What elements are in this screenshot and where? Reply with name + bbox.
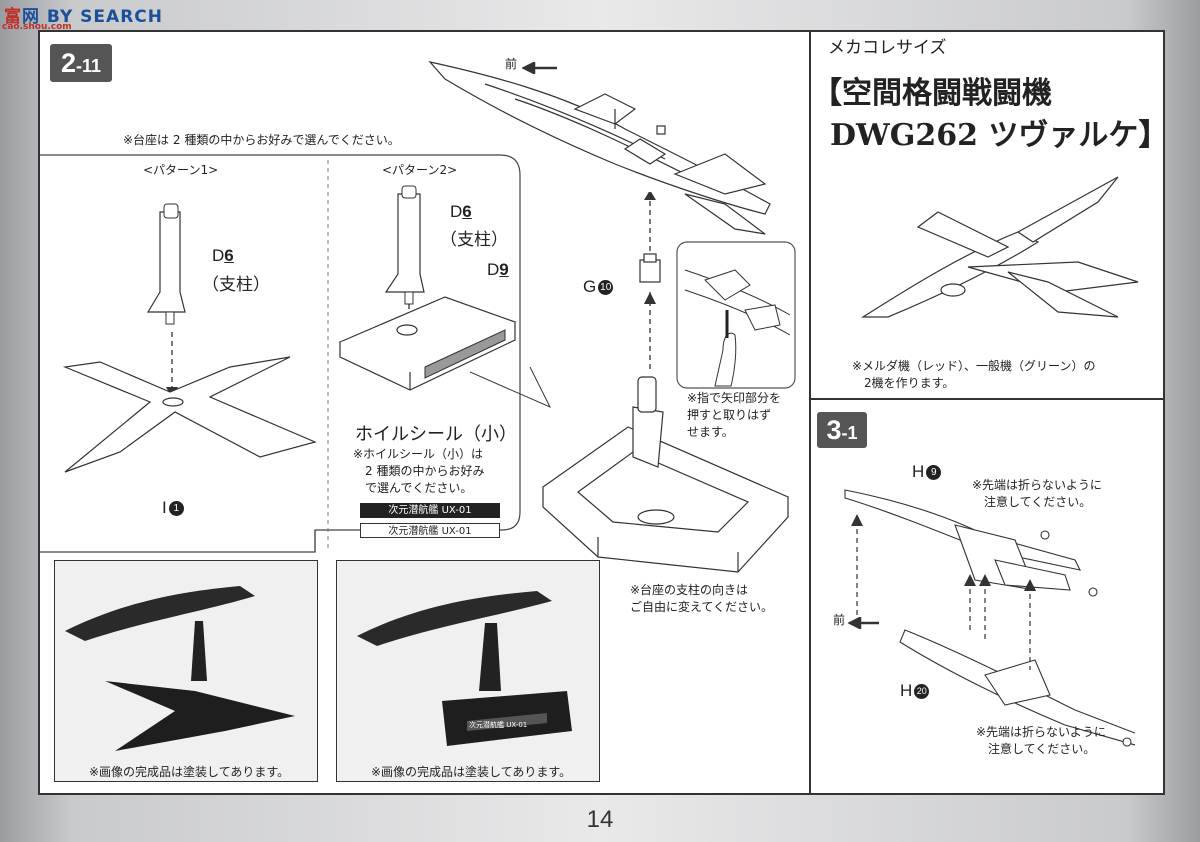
callout-line — [470, 367, 552, 409]
step31-front-arrow-icon — [848, 617, 879, 629]
pattern2-plate-base-illustration — [338, 296, 517, 391]
step31-tip-note-top: ※先端は折らないように注意してください。 — [972, 478, 1102, 509]
watermark-logo: 富网 BY SEARCH — [4, 7, 163, 27]
page-number: 14 — [586, 806, 614, 833]
sticker-light-option: 次元潜航艦 UX-01 — [360, 523, 500, 538]
panel-dividers — [40, 32, 1165, 795]
pattern2-base-label: D9 — [487, 260, 509, 279]
pattern1-title: <パターン1> — [143, 163, 219, 177]
photo-plate-text: 次元潜航艦 UX-01 — [469, 720, 527, 729]
step31-assembly-illustration — [844, 489, 1135, 747]
stand-direction-note: ※台座の支柱の向きはご自由に変えてください。 — [630, 583, 774, 614]
mecha-colle-subtitle: メカコレサイズ — [828, 38, 947, 58]
g10-part-arrows — [639, 192, 661, 372]
stand-base-illustration — [542, 376, 790, 573]
product-title-line2: DWG262 ツヴァルケ】 — [830, 118, 1169, 153]
pattern1-part-name: （支柱） — [202, 275, 270, 294]
detail-zoom-box — [676, 241, 796, 389]
site-watermark: 富网 BY SEARCH cao.shou.com — [0, 0, 200, 36]
photo-pattern2-image: 次元潜航艦 UX-01 — [357, 591, 572, 746]
step31-front-label: 前 — [833, 613, 846, 627]
pattern2-part-name: （支柱） — [440, 230, 508, 249]
photo-pattern1: ※画像の完成品は塗装してあります。 — [54, 560, 318, 782]
press-note: ※指で矢印部分を押すと取りはずせます。 — [687, 391, 782, 439]
front-arrow-icon — [522, 62, 557, 74]
photo-pattern1-caption: ※画像の完成品は塗装してあります。 — [89, 765, 290, 779]
step-badge-3-1: 3-1 — [817, 412, 867, 448]
pattern1-x-base-illustration — [62, 332, 317, 473]
pattern2-title: <パターン2> — [382, 163, 458, 177]
submarine-illustration — [428, 61, 771, 235]
product-title-line1: 【空間格闘戦闘機 — [812, 76, 1052, 111]
photo-pattern2: 次元潜航艦 UX-01 ※画像の完成品は塗装してあります。 — [336, 560, 600, 782]
step31-tip-note-bottom: ※先端は折らないように注意してください。 — [976, 725, 1106, 756]
pattern1-part-label: D6 — [212, 246, 234, 265]
photo-pattern1-image — [65, 586, 295, 751]
pattern1-post-illustration — [146, 203, 186, 325]
fighter-illustration — [860, 176, 1139, 318]
front-label: 前 — [505, 57, 518, 71]
photo-pattern2-caption: ※画像の完成品は塗装してあります。 — [371, 765, 572, 779]
pattern2-part-label: D6 — [450, 202, 472, 221]
sticker-dark-option: 次元潜航艦 UX-01 — [360, 503, 500, 518]
watermark-url: cao.shou.com — [2, 22, 72, 32]
step-badge-2-11: 2-11 — [50, 44, 112, 82]
base-choice-note: ※台座は 2 種類の中からお好みで選んでください。 — [123, 133, 400, 147]
foil-sticker-label: ホイルシール（小） — [355, 424, 517, 444]
